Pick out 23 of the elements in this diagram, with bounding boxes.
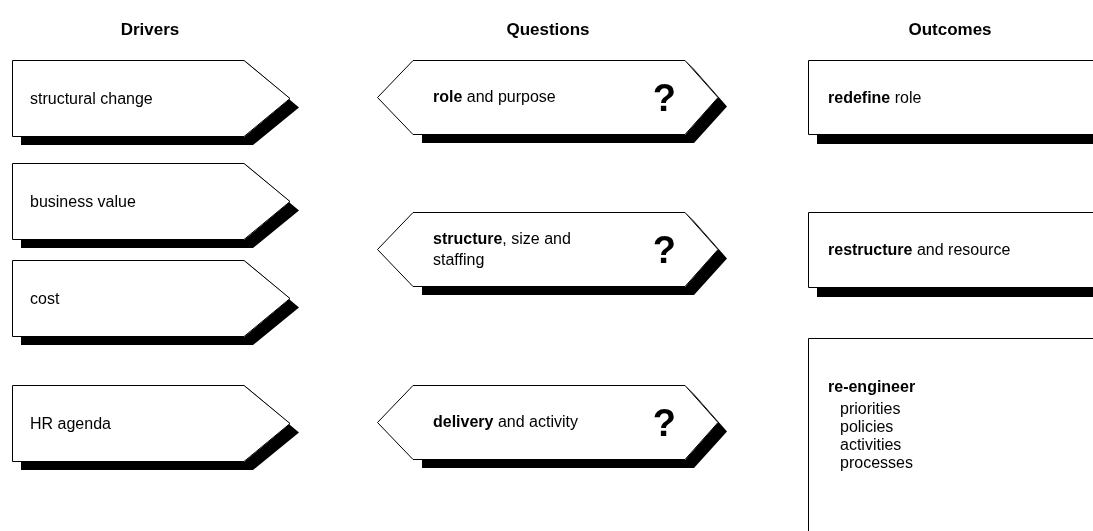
outcome-box [808,338,1093,531]
outcome-label: redefine role [828,87,922,108]
outcome-list-item: policies [839,418,894,436]
driver-label: structural change [30,88,153,109]
question-mark: ? [652,78,676,117]
outcome-label: restructure and resource [828,240,1011,260]
outcome-list-item: activities [839,436,902,454]
question-label: delivery and activity [433,412,579,433]
outcome-list-item: priorities [839,400,901,418]
question-label: role and purpose [433,87,557,108]
column-heading: Drivers [120,19,180,41]
driver-label: cost [30,288,60,309]
column-heading: Questions [506,19,590,41]
outcome-box [808,60,1093,144]
column-heading: Outcomes [908,19,992,41]
question-label: structure, size and staffing [433,228,572,270]
driver-label: business value [30,191,136,212]
question-mark: ? [652,403,676,442]
outcome-list-item: processes [839,454,913,472]
outcome-heading: re-engineer [828,377,916,397]
question-mark: ? [652,230,676,269]
driver-label: HR agenda [30,413,111,434]
outcome-box [808,212,1093,297]
